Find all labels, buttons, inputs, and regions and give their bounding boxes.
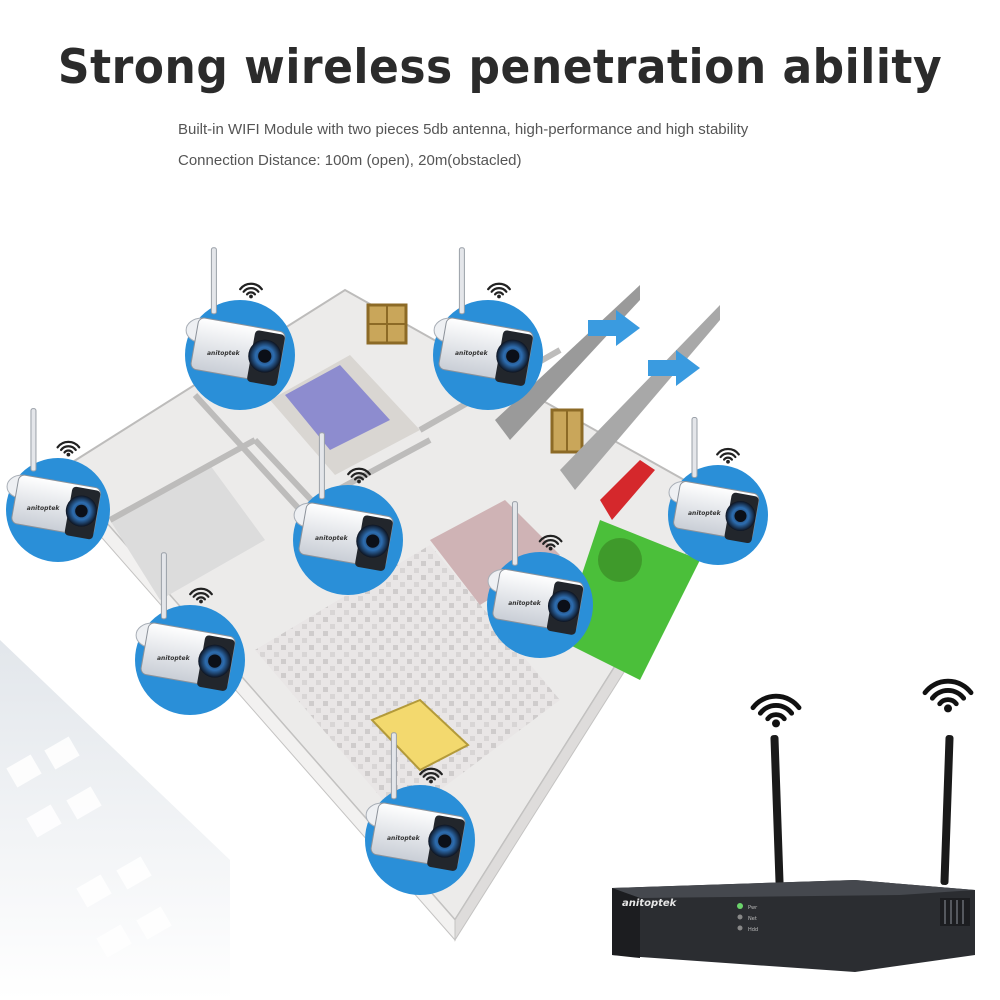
camera-icon: anitoptek: [135, 552, 245, 715]
camera-icon: anitoptek: [6, 408, 110, 562]
headline: Strong wireless penetration ability: [57, 39, 943, 96]
camera-brand: anitoptek: [688, 510, 722, 517]
wifi-icon: [239, 282, 263, 299]
camera-icon: anitoptek: [668, 417, 768, 565]
arrow-right-icon: [648, 350, 700, 386]
wifi-icon: [538, 534, 563, 551]
led: [737, 914, 743, 920]
wifi-icon: [56, 440, 81, 457]
camera-brand: anitoptek: [387, 835, 421, 842]
camera-icon: anitoptek: [433, 247, 543, 410]
arrow-right-icon: [588, 310, 640, 346]
wifi-icon: [750, 693, 802, 728]
led: [737, 925, 743, 931]
wifi-icon: [347, 467, 371, 484]
camera-icon: anitoptek: [185, 247, 295, 410]
nvr-device: anitoptek Pwr Net Hdd: [612, 735, 975, 972]
camera-icon: anitoptek: [487, 501, 593, 658]
nvr-brand: anitoptek: [622, 898, 678, 909]
led: [737, 903, 743, 909]
description-line-1: Built-in WIFI Module with two pieces 5db…: [178, 121, 749, 138]
wifi-icon: [487, 282, 511, 299]
led-label: Pwr: [748, 905, 758, 911]
wifi-icon: [189, 587, 213, 604]
camera-brand: anitoptek: [455, 350, 489, 357]
wifi-icon: [922, 678, 974, 713]
description-line-2: Connection Distance: 100m (open), 20m(ob…: [178, 152, 522, 169]
camera-icon: anitoptek: [293, 432, 403, 595]
led-label: Hdd: [748, 927, 758, 933]
window: [366, 303, 408, 345]
camera-icon: anitoptek: [365, 732, 475, 895]
camera-brand: anitoptek: [508, 600, 542, 607]
wifi-icon: [419, 767, 443, 784]
camera-brand: anitoptek: [315, 535, 349, 542]
camera-brand: anitoptek: [157, 655, 191, 662]
led-label: Net: [748, 916, 757, 922]
camera-brand: anitoptek: [27, 505, 61, 512]
wifi-icon: [716, 447, 740, 464]
camera-brand: anitoptek: [207, 350, 241, 357]
